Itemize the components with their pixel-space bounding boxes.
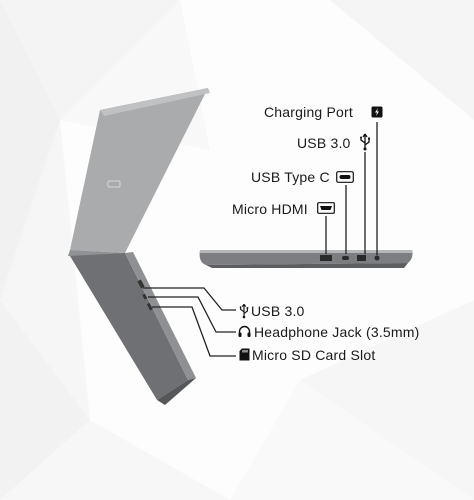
top-callout-lines — [325, 122, 378, 255]
callout-line-bottom-usb3 — [143, 287, 236, 311]
bottom-callout-lines — [143, 287, 236, 357]
side-port-charging — [374, 255, 380, 261]
laptop-side-view — [199, 250, 413, 268]
callout-line-sd — [152, 306, 236, 357]
lid-logo — [107, 180, 121, 188]
label-usb3-top: USB 3.0 — [297, 135, 351, 151]
callout-line-headphone — [148, 296, 236, 333]
label-micro-sd-card-slot: Micro SD Card Slot — [252, 347, 376, 363]
label-usb3-bottom: USB 3.0 — [251, 303, 305, 319]
side-profile-body — [199, 250, 413, 265]
label-usb-type-c: USB Type C — [251, 169, 330, 185]
laptop-folded-view — [68, 88, 210, 405]
label-micro-hdmi: Micro HDMI — [232, 201, 308, 217]
side-port-micro-hdmi — [320, 255, 332, 261]
side-port-type-c — [342, 256, 349, 260]
laptop-lid — [70, 88, 208, 253]
label-headphone-jack: Headphone Jack (3.5mm) — [254, 324, 420, 340]
side-port-usb3 — [357, 255, 366, 261]
label-charging-port: Charging Port — [264, 104, 353, 120]
laptop-base — [70, 253, 188, 400]
